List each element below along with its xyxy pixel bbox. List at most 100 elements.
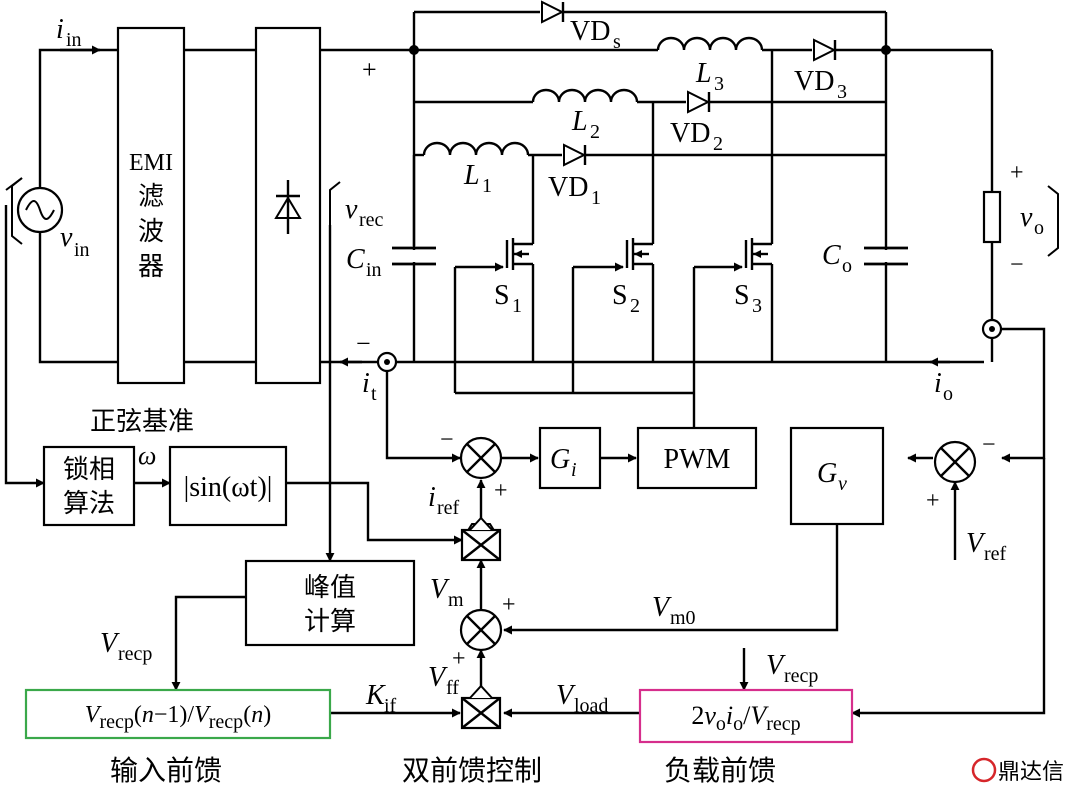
label-vrecp-right: V recp xyxy=(766,650,818,687)
svg-text:i: i xyxy=(362,368,370,399)
svg-text:V: V xyxy=(556,680,576,711)
sin-block: |sin(ωt)| xyxy=(168,445,288,527)
svg-text:V: V xyxy=(430,574,450,605)
svg-text:m0: m0 xyxy=(670,607,696,629)
svg-text:PWM: PWM xyxy=(664,444,731,475)
label-vff: V ff xyxy=(428,662,459,699)
svg-text:VD: VD xyxy=(794,66,834,97)
gate-wiring xyxy=(453,267,696,428)
svg-text:S: S xyxy=(494,280,510,311)
svg-text:3: 3 xyxy=(752,295,762,317)
mosfet-s3-icon xyxy=(694,236,774,272)
sign-plus-voltage: + xyxy=(926,488,940,514)
label-s3: S 3 xyxy=(734,280,762,317)
current-sensor-io-icon xyxy=(981,318,1003,340)
inductor-l1-icon xyxy=(422,141,530,156)
sign-minus-voltage: − xyxy=(982,432,996,458)
label-l3: L 3 xyxy=(695,58,724,95)
svg-text:in: in xyxy=(66,29,82,51)
svg-text:锁相: 锁相 xyxy=(63,455,115,485)
svg-text:v: v xyxy=(345,194,358,225)
svg-text:3: 3 xyxy=(837,81,847,103)
label-vm: V m xyxy=(430,574,464,611)
sine-reference-label: 正弦基准 xyxy=(90,407,194,437)
mosfet-s1-icon xyxy=(455,236,535,272)
svg-text:S: S xyxy=(734,280,750,311)
svg-text:|sin(ωt)|: |sin(ωt)| xyxy=(184,472,273,503)
label-s2: S 2 xyxy=(612,280,640,317)
svg-text:2: 2 xyxy=(590,121,600,143)
svg-text:V: V xyxy=(100,628,120,659)
svg-text:v: v xyxy=(60,222,73,253)
control-wiring xyxy=(4,177,1046,718)
label-it: i t xyxy=(362,368,377,405)
sign-plus-vff: + xyxy=(452,646,466,672)
svg-text:波: 波 xyxy=(138,217,164,247)
label-vds: VD s xyxy=(570,16,621,53)
svg-text:in: in xyxy=(74,239,90,261)
svg-text:2voio/Vrecp: 2voio/Vrecp xyxy=(691,701,800,735)
svg-text:if: if xyxy=(384,695,397,717)
svg-text:ref: ref xyxy=(437,497,460,519)
multiplier-lower xyxy=(460,684,502,730)
svg-text:G: G xyxy=(817,458,837,489)
svg-text:m: m xyxy=(448,589,464,611)
current-sensor-it-icon xyxy=(376,351,398,373)
pll-block: 锁相 算法 xyxy=(42,445,136,527)
svg-text:in: in xyxy=(366,259,382,281)
svg-text:rec: rec xyxy=(359,209,384,231)
svg-text:o: o xyxy=(1034,217,1044,239)
svg-text:L: L xyxy=(571,106,588,137)
inductor-l2-icon xyxy=(531,88,639,103)
label-vm0: V m0 xyxy=(652,592,696,629)
svg-text:o: o xyxy=(943,383,953,405)
load-feedforward-block: 2voio/Vrecp xyxy=(638,688,854,744)
label-vref: V ref xyxy=(966,528,1007,565)
label-l2: L 2 xyxy=(571,106,600,143)
current-sum-junction xyxy=(459,436,503,480)
svg-text:算法: 算法 xyxy=(63,489,115,519)
voltage-sum-junction xyxy=(933,440,977,484)
svg-text:−: − xyxy=(1010,252,1024,278)
caption-dual-feedforward: 双前馈控制 xyxy=(402,754,542,787)
watermark-logo: 鼎达信 xyxy=(971,757,1064,785)
svg-text:o: o xyxy=(842,255,852,277)
svg-text:计算: 计算 xyxy=(304,607,356,637)
gi-block: G i xyxy=(538,426,602,490)
diode-vds-icon xyxy=(541,0,565,24)
svg-text:2: 2 xyxy=(630,295,640,317)
diode-vd2-icon xyxy=(687,90,711,114)
svg-text:G: G xyxy=(550,444,570,475)
svg-text:i: i xyxy=(571,459,577,481)
label-iref: i ref xyxy=(428,482,460,519)
svg-text:recp: recp xyxy=(118,643,152,665)
input-feedforward-block: Vrecp(n−1)/Vrecp(n) xyxy=(24,688,332,740)
svg-text:ff: ff xyxy=(446,677,459,699)
gv-block: G v xyxy=(789,426,885,526)
svg-text:ref: ref xyxy=(984,543,1007,565)
label-vrec: v rec xyxy=(329,181,384,231)
svg-text:V: V xyxy=(652,592,672,623)
multiplier-upper xyxy=(460,516,502,562)
svg-text:C: C xyxy=(822,240,841,271)
svg-text:load: load xyxy=(574,695,608,717)
svg-text:1: 1 xyxy=(512,295,522,317)
svg-text:S: S xyxy=(612,280,628,311)
caption-load-feedforward: 负载前馈 xyxy=(664,754,776,787)
svg-text:K: K xyxy=(365,680,386,711)
label-vo: + v o − xyxy=(1010,160,1059,278)
svg-text:V: V xyxy=(766,650,786,681)
svg-text:滤: 滤 xyxy=(138,182,164,212)
inductor-l3-icon xyxy=(656,36,764,51)
svg-text:L: L xyxy=(463,160,480,191)
svg-text:鼎达信: 鼎达信 xyxy=(998,760,1064,785)
svg-text:L: L xyxy=(695,58,712,89)
rectifier-block xyxy=(254,26,322,385)
junction-dots xyxy=(409,45,891,55)
label-vin: v in xyxy=(60,222,90,261)
svg-text:VD: VD xyxy=(670,118,710,149)
plus-sign: + xyxy=(362,55,377,84)
svg-text:i: i xyxy=(428,482,436,513)
label-s1: S 1 xyxy=(494,280,522,317)
